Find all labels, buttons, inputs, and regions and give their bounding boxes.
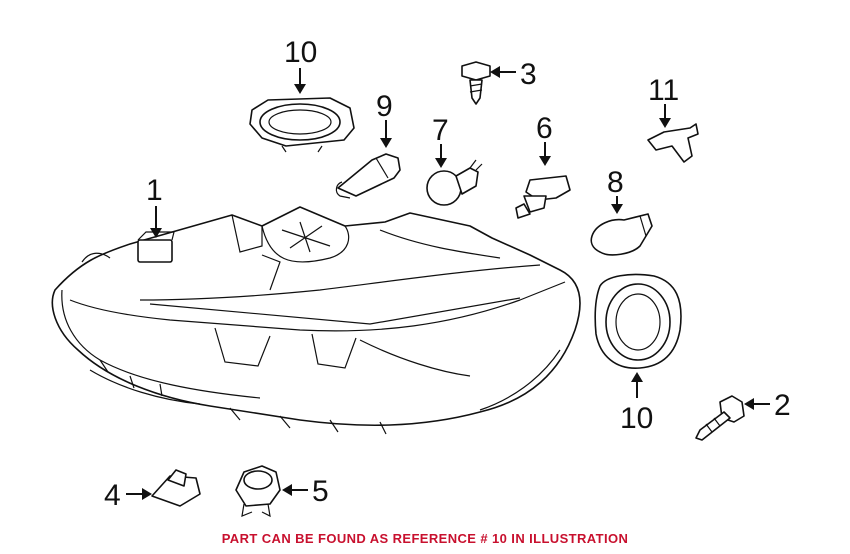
- bracket-11: [647, 123, 699, 163]
- clip-4: [151, 469, 201, 507]
- callout-10-bottom: 10: [620, 402, 653, 435]
- callout-2: 2: [774, 389, 791, 422]
- bulb-9: [335, 153, 401, 199]
- bulb-8: [590, 213, 653, 256]
- bulb-access-cover-lower: [594, 273, 682, 369]
- callout-4: 4: [104, 479, 121, 512]
- bulb-6: [515, 175, 571, 219]
- callout-11: 11: [648, 74, 679, 107]
- callout-8: 8: [607, 166, 624, 199]
- callout-6: 6: [536, 112, 553, 145]
- leader-arrows: [126, 66, 770, 500]
- screw-3: [461, 61, 491, 105]
- callout-7: 7: [432, 114, 449, 147]
- bolt-2: [695, 395, 745, 441]
- bulb-7: [426, 159, 483, 206]
- headlight-housing: [51, 206, 581, 435]
- callout-10-top: 10: [284, 36, 317, 69]
- bulb-access-cover-top: [249, 97, 355, 153]
- adjuster-5: [235, 465, 281, 518]
- callout-1: 1: [146, 174, 163, 207]
- reference-note: PART CAN BE FOUND AS REFERENCE # 10 IN I…: [221, 531, 629, 546]
- callout-3: 3: [520, 58, 537, 91]
- callout-5: 5: [312, 475, 329, 508]
- callout-9: 9: [376, 90, 393, 123]
